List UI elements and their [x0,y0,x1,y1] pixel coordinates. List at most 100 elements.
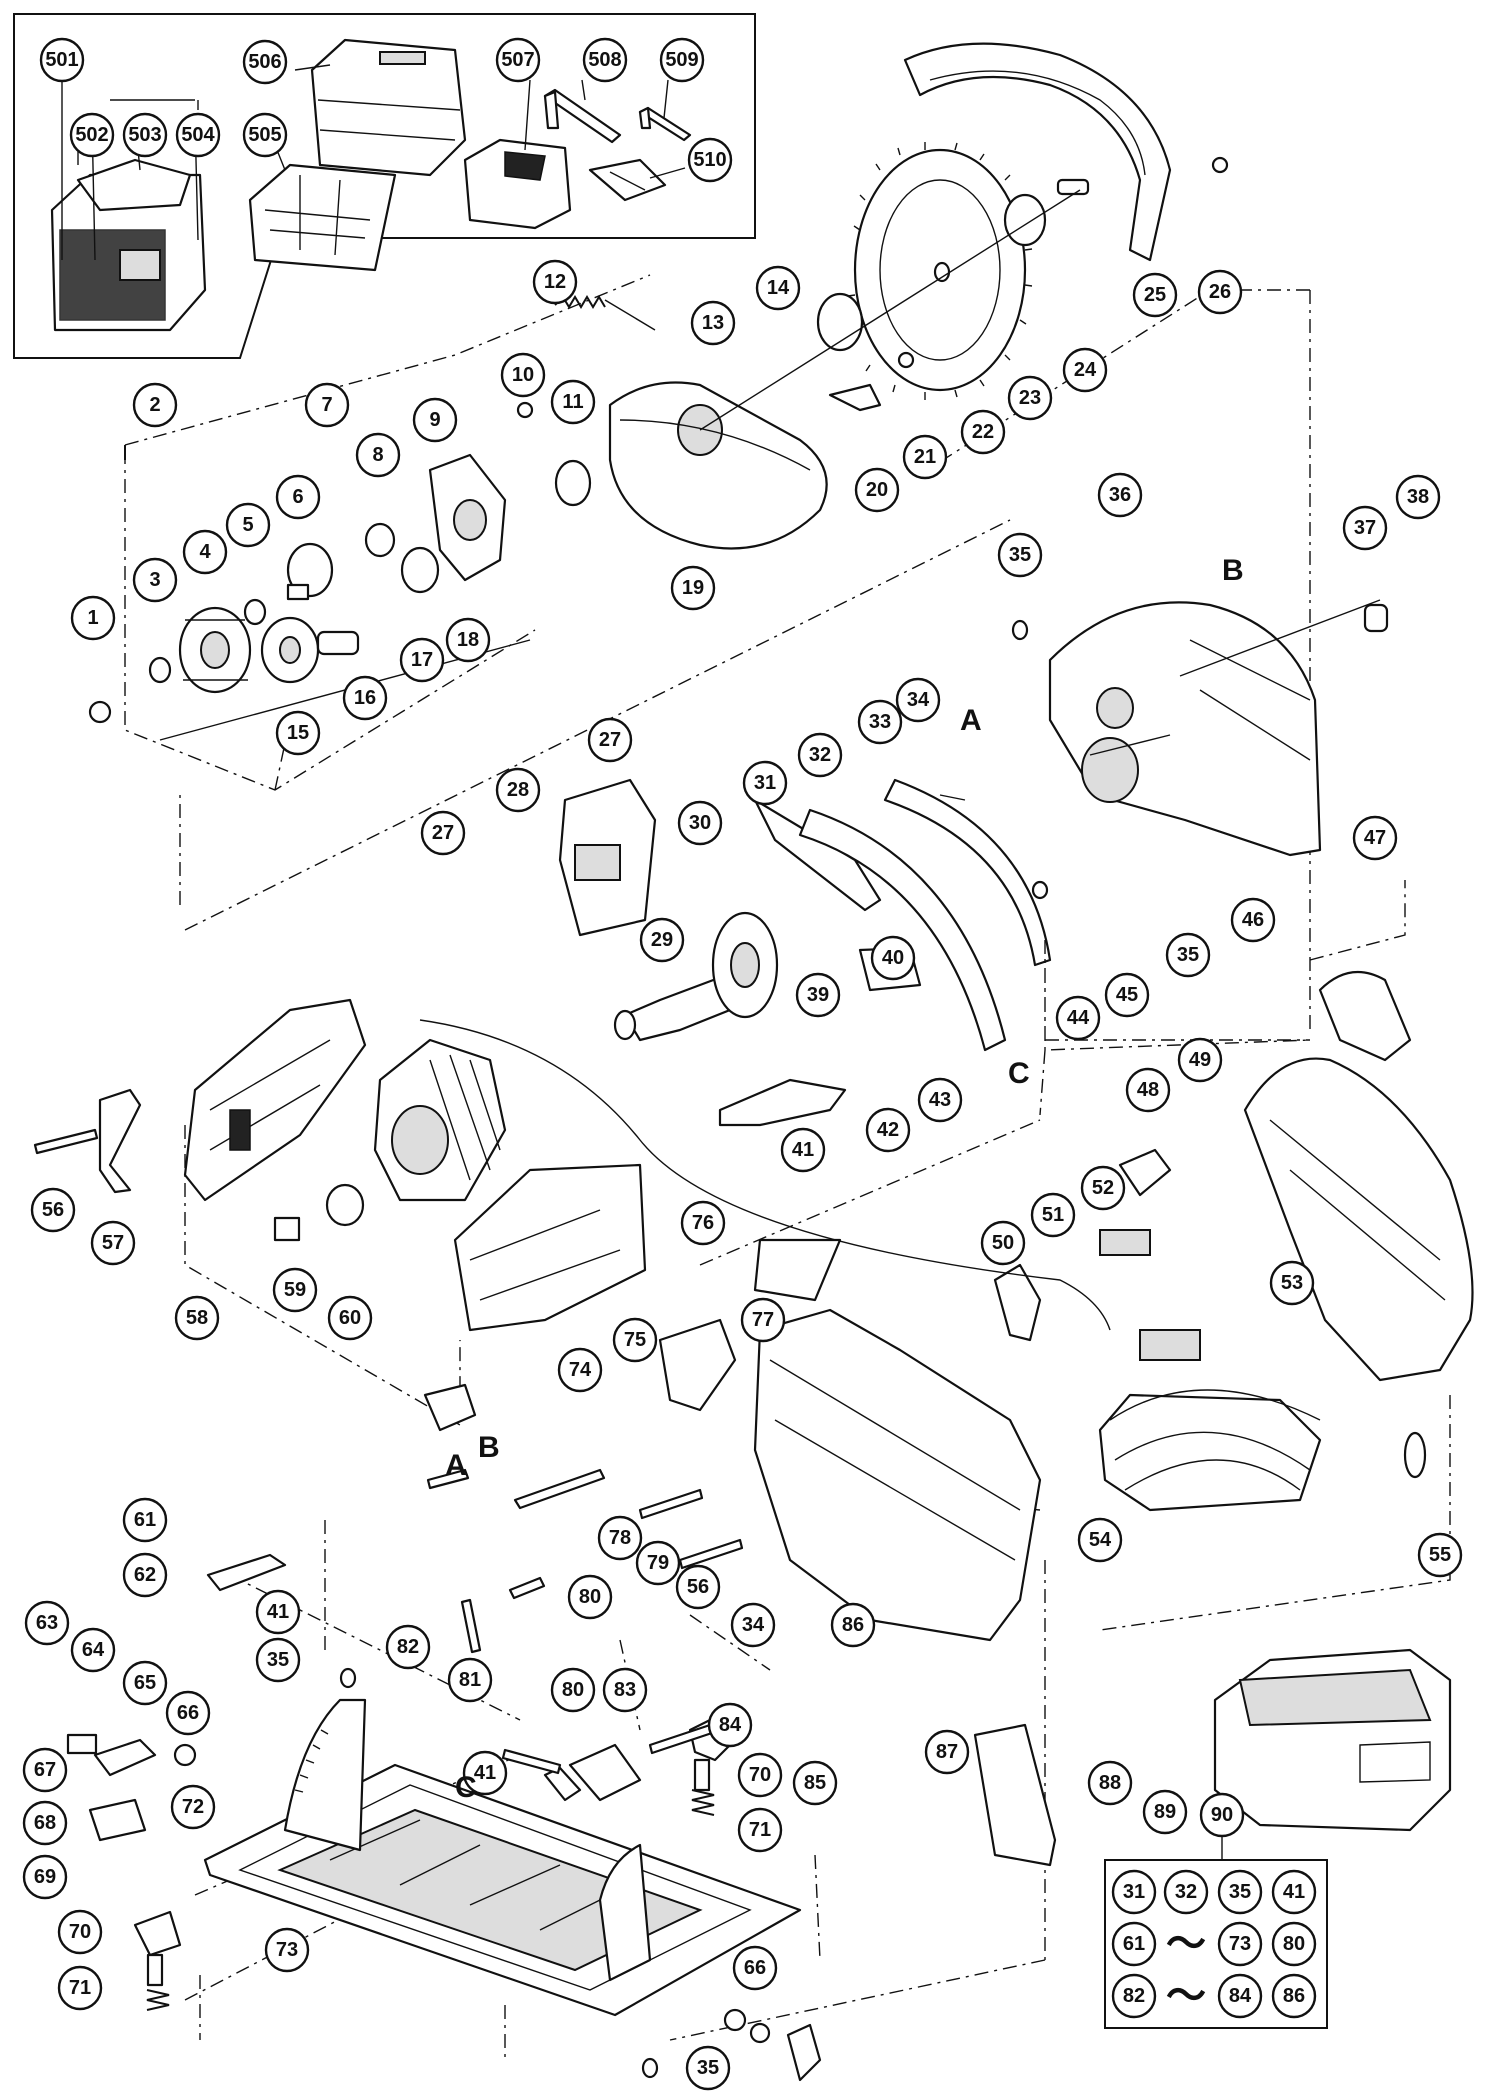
callout-70-right: 70 [737,1752,783,1798]
charger-drawing [463,138,572,230]
callout-label: 46 [1242,909,1264,931]
gear-assembly-drawing [88,42,1311,1041]
callout-label: 49 [1189,1049,1211,1071]
callout-label: 14 [767,277,790,299]
callout-41-a: 41 [780,1127,826,1173]
gear-cover-drawing [428,453,507,582]
callout-506: 506 [242,39,288,85]
callout-12: 12 [532,259,578,305]
callout-label: 51 [1042,1204,1064,1226]
callout-label: 35 [267,1649,289,1671]
pinion-gear-drawing [260,616,360,684]
handle-housing-drawing [1243,970,1474,1382]
callout-label: 41 [474,1762,496,1784]
callout-2: 2 [132,382,178,428]
callout-label: 26 [1209,281,1231,303]
system-case-drawing [50,158,207,332]
callout-label: 8 [372,444,383,466]
callout-label: 65 [134,1672,156,1694]
callout-label: 37 [1354,517,1376,539]
callout-13: 13 [690,300,736,346]
guard-lever-drawing [828,383,882,412]
callout-73: 73 [264,1927,310,1973]
callout-44: 44 [1055,995,1101,1041]
callout-6: 6 [275,474,321,520]
callout-4: 4 [182,529,228,575]
callout-3: 3 [132,557,178,603]
callout-label: 89 [1154,1801,1176,1823]
callout-86: 86 [830,1602,876,1648]
trigger-drawing [993,1263,1042,1342]
callout-21: 21 [902,434,948,480]
callout-71-right: 71 [737,1807,783,1853]
callout-507: 507 [495,37,541,83]
callout-14: 14 [755,265,801,311]
callout-label: 503 [128,124,161,146]
kit-item-label: 82 [1123,1985,1145,2007]
base-assembly-drawing [33,619,1049,2082]
callout-label: 36 [1109,484,1131,506]
bolt-drawing [678,1538,744,1570]
callout-label: 71 [749,1819,771,1841]
callout-label: 66 [177,1702,199,1724]
callout-label: 85 [804,1772,826,1794]
callout-53: 53 [1269,1260,1315,1306]
callout-label: 47 [1364,827,1386,849]
callout-19: 19 [670,565,716,611]
callout-509: 509 [659,37,705,83]
callout-34-top: 34 [895,677,941,723]
callout-71-left: 71 [57,1965,103,2011]
organizer-tray-drawing [248,163,397,272]
washer-drawing [88,700,112,724]
callout-30: 30 [677,800,723,846]
callout-label: 505 [248,124,281,146]
kit-item: 86 [1271,1973,1317,2019]
callout-label: 38 [1407,486,1429,508]
callout-label: 79 [647,1552,669,1574]
callout-label: 5 [242,514,253,536]
callout-82: 82 [385,1624,431,1670]
callout-26: 26 [1197,269,1243,315]
callout-23: 23 [1007,375,1053,421]
callout-label: 28 [507,779,529,801]
callout-label: 25 [1144,284,1166,306]
callout-81: 81 [447,1657,493,1703]
callout-84: 84 [707,1702,753,1748]
callout-label: 12 [544,271,566,293]
callout-56-a: 56 [30,1187,76,1233]
callout-label: 16 [354,687,376,709]
callout-label: 56 [687,1576,709,1598]
callout-29: 29 [639,917,685,963]
guide-block-drawing [88,1798,147,1842]
lever-drawing [98,1088,142,1194]
callout-label: 510 [693,149,726,171]
callout-label: 508 [588,49,621,71]
callout-label: 52 [1092,1177,1114,1199]
callout-label: 507 [501,49,534,71]
callout-54: 54 [1077,1517,1123,1563]
callout-508: 508 [582,37,628,83]
screw-drawing [1211,156,1229,174]
callout-label: 56 [42,1199,64,1221]
armature-drawing [613,911,779,1042]
cover-plate-drawing [973,1723,1057,1867]
field-housing-drawing [453,1163,647,1332]
callout-510: 510 [687,137,733,183]
callout-label: 70 [749,1764,771,1786]
callout-label: 54 [1089,1529,1112,1551]
callout-label: 68 [34,1812,56,1834]
callout-label: 78 [609,1527,631,1549]
switch-lock-drawing [1118,1148,1172,1197]
callout-35-c: 35 [255,1637,301,1683]
callout-label: 41 [267,1601,289,1623]
callout-label: 34 [742,1614,765,1636]
kit-item-label: 84 [1229,1985,1252,2007]
callout-label: 77 [752,1309,774,1331]
spring-drawing [146,1989,170,2011]
spur-gear-drawing [178,606,252,694]
kit-item-label: 31 [1123,1881,1145,1903]
kit-item-label: 41 [1283,1881,1305,1903]
nut-drawing [543,1766,582,1802]
callout-64: 64 [70,1627,116,1673]
